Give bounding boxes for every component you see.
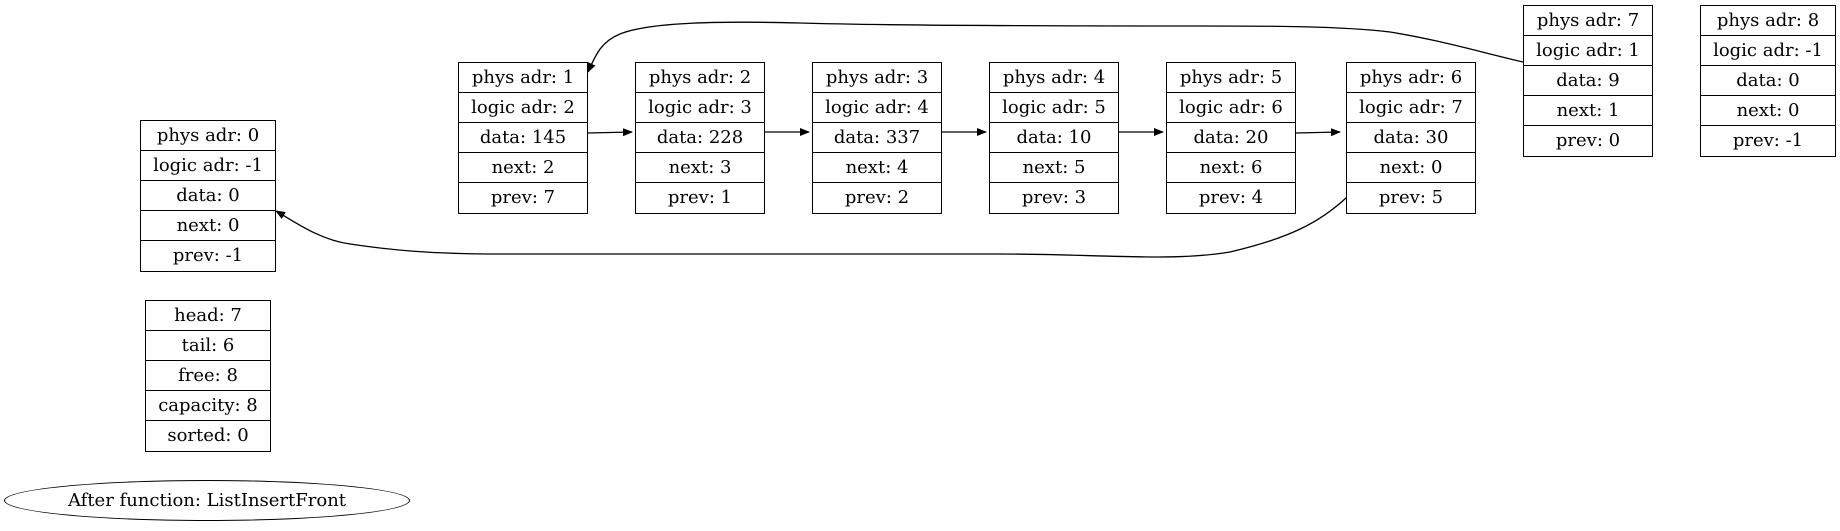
prev-field: prev: 3: [1021, 187, 1087, 208]
next-field: next: 3: [636, 153, 764, 183]
prev-field: prev: 0: [1555, 130, 1621, 151]
data-field: data: 0: [141, 181, 275, 211]
list-node-5: phys adr: 5 logic adr: 6 data: 20 next: …: [1166, 62, 1296, 214]
list-info-box: head: 7 tail: 6 free: 8 capacity: 8 sort…: [145, 300, 271, 452]
phys-adr-field: phys adr: 7: [1524, 6, 1652, 36]
list-node-8: phys adr: 8 logic adr: -1 data: 0 next: …: [1700, 5, 1836, 157]
sorted-field: sorted: 0: [167, 425, 249, 446]
data-field: data: 145: [459, 123, 587, 153]
next-field: next: 1: [1524, 96, 1652, 126]
list-node-3: phys adr: 3 logic adr: 4 data: 337 next:…: [812, 62, 942, 214]
logic-adr-field: logic adr: -1: [141, 151, 275, 181]
head-field: head: 7: [146, 301, 270, 331]
list-node-7: phys adr: 7 logic adr: 1 data: 9 next: 1…: [1523, 5, 1653, 157]
prev-field: prev: -1: [1732, 130, 1804, 151]
list-node-2: phys adr: 2 logic adr: 3 data: 228 next:…: [635, 62, 765, 214]
data-field: data: 0: [1701, 66, 1835, 96]
next-field: next: 0: [141, 211, 275, 241]
list-node-1: phys adr: 1 logic adr: 2 data: 145 next:…: [458, 62, 588, 214]
capacity-field: capacity: 8: [146, 391, 270, 421]
logic-adr-field: logic adr: 7: [1347, 93, 1475, 123]
phys-adr-field: phys adr: 2: [636, 63, 764, 93]
data-field: data: 20: [1167, 123, 1295, 153]
list-node-6: phys adr: 6 logic adr: 7 data: 30 next: …: [1346, 62, 1476, 214]
status-ellipse: After function: ListInsertFront: [4, 480, 410, 521]
phys-adr-field: phys adr: 5: [1167, 63, 1295, 93]
list-node-4: phys adr: 4 logic adr: 5 data: 10 next: …: [989, 62, 1119, 214]
next-field: next: 0: [1347, 153, 1475, 183]
logic-adr-field: logic adr: 3: [636, 93, 764, 123]
data-field: data: 228: [636, 123, 764, 153]
tail-field: tail: 6: [146, 331, 270, 361]
logic-adr-field: logic adr: 2: [459, 93, 587, 123]
phys-adr-field: phys adr: 0: [141, 121, 275, 151]
edge-node7-to-node1: [587, 21, 1524, 73]
logic-adr-field: logic adr: -1: [1701, 36, 1835, 66]
data-field: data: 337: [813, 123, 941, 153]
next-field: next: 2: [459, 153, 587, 183]
data-field: data: 30: [1347, 123, 1475, 153]
prev-field: prev: 5: [1378, 187, 1444, 208]
phys-adr-field: phys adr: 1: [459, 63, 587, 93]
prev-field: prev: 1: [667, 187, 733, 208]
next-field: next: 4: [813, 153, 941, 183]
phys-adr-field: phys adr: 6: [1347, 63, 1475, 93]
free-field: free: 8: [146, 361, 270, 391]
logic-adr-field: logic adr: 6: [1167, 93, 1295, 123]
prev-field: prev: 2: [844, 187, 910, 208]
prev-field: prev: 7: [490, 187, 556, 208]
data-field: data: 10: [990, 123, 1118, 153]
edge-node6-to-node0: [275, 197, 1347, 258]
data-field: data: 9: [1524, 66, 1652, 96]
status-label: After function: ListInsertFront: [67, 490, 347, 511]
phys-adr-field: phys adr: 8: [1701, 6, 1835, 36]
next-field: next: 6: [1167, 153, 1295, 183]
edge-node1-to-node2: [587, 128, 633, 137]
prev-field: prev: -1: [172, 245, 244, 266]
next-field: next: 5: [990, 153, 1118, 183]
logic-adr-field: logic adr: 1: [1524, 36, 1652, 66]
prev-field: prev: 4: [1198, 187, 1264, 208]
list-node-0: phys adr: 0 logic adr: -1 data: 0 next: …: [140, 120, 276, 272]
next-field: next: 0: [1701, 96, 1835, 126]
logic-adr-field: logic adr: 4: [813, 93, 941, 123]
phys-adr-field: phys adr: 4: [990, 63, 1118, 93]
phys-adr-field: phys adr: 3: [813, 63, 941, 93]
logic-adr-field: logic adr: 5: [990, 93, 1118, 123]
edge-node5-to-node6: [1295, 128, 1341, 137]
